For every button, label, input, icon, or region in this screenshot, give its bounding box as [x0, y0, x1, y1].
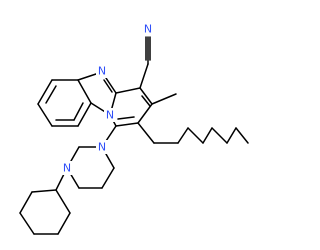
bond — [115, 87, 141, 94]
bond — [31, 189, 57, 193]
bond — [235, 127, 249, 144]
atom-label-n-nitrile: N — [144, 23, 152, 36]
atom-label-n-bridgehead: N — [106, 109, 114, 122]
bond — [101, 167, 115, 189]
bond — [139, 87, 153, 105]
bond — [115, 122, 139, 127]
atom-label-n-piperazine-top: N — [98, 141, 106, 154]
bond — [139, 63, 149, 89]
bond — [137, 103, 153, 124]
bond — [187, 127, 204, 144]
molecule-structure: N N N N N — [19, 22, 249, 235]
bond-inner — [117, 116, 135, 120]
bond — [202, 127, 213, 144]
bond — [19, 212, 35, 235]
bond-inner — [73, 102, 84, 121]
bond — [77, 79, 92, 104]
bond — [151, 93, 177, 105]
bond — [211, 127, 228, 144]
bond-inner — [103, 79, 113, 93]
bond — [55, 189, 71, 214]
bond — [19, 191, 33, 214]
bond — [77, 102, 92, 127]
bond-inner — [141, 95, 151, 107]
bond — [37, 103, 53, 127]
bond — [177, 127, 189, 144]
bond-layer — [19, 36, 249, 235]
atom-label-n-imidazole: N — [98, 65, 106, 78]
bond — [226, 127, 237, 144]
bond — [57, 212, 71, 235]
bond — [37, 79, 53, 105]
atom-label-n-piperazine-bottom: N — [63, 162, 71, 175]
bond-inner — [45, 85, 57, 104]
atom-label-layer: N N N N N — [61, 22, 155, 175]
bond — [137, 122, 155, 144]
